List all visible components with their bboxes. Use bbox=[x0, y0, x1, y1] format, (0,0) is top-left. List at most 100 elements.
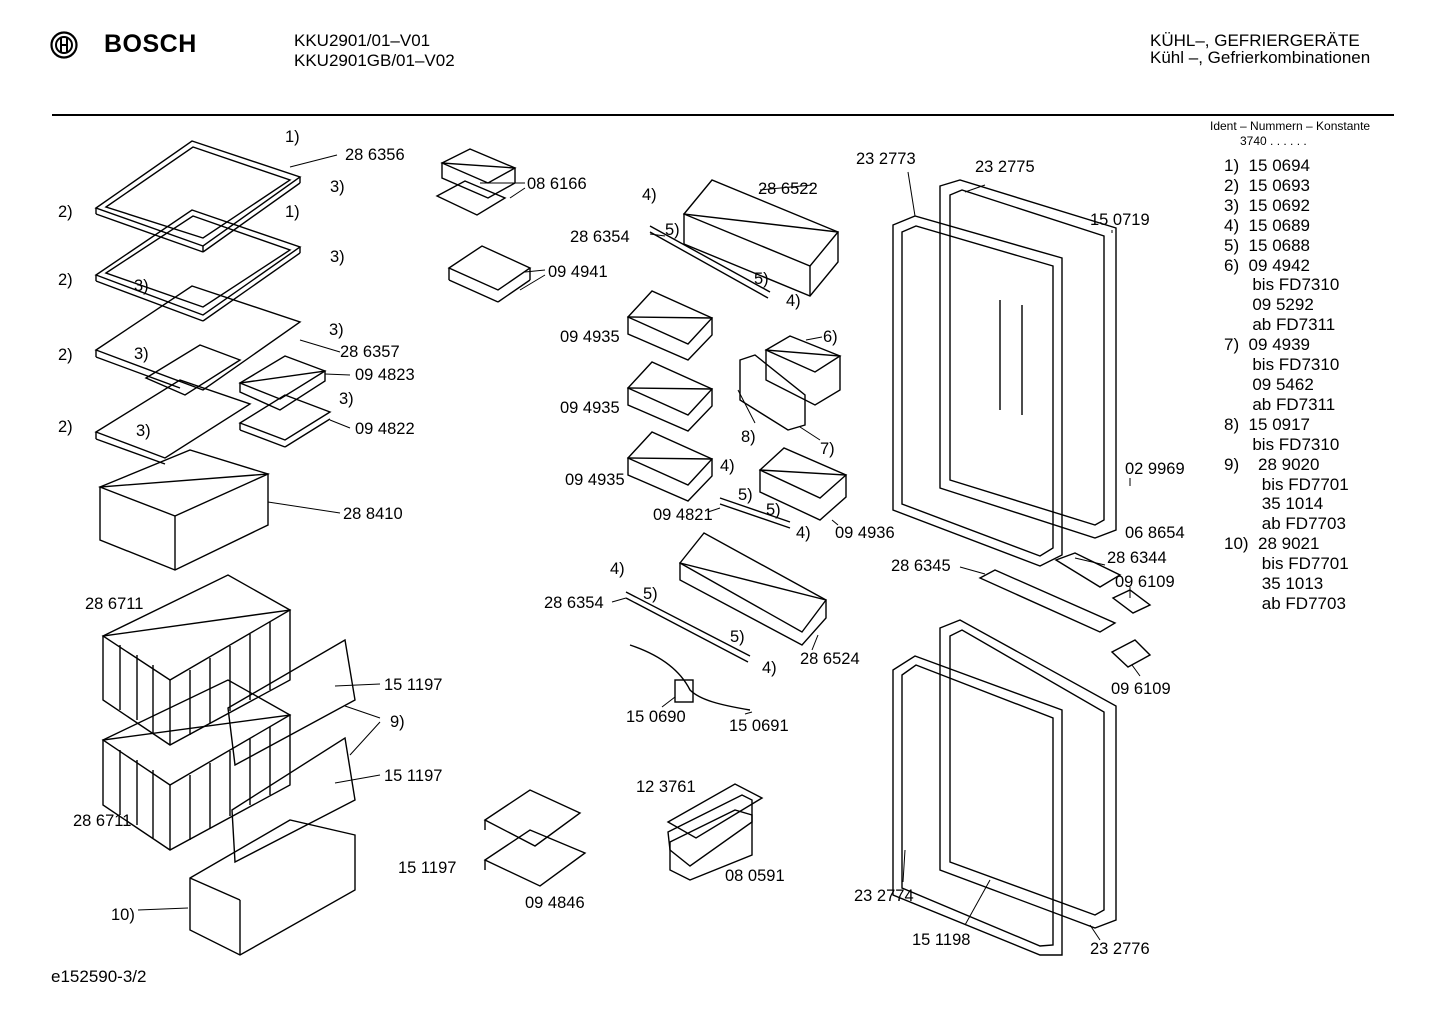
door-bin-drawing bbox=[626, 290, 714, 361]
door-gasket-drawing bbox=[892, 215, 1063, 567]
part-label: 15 0719 bbox=[1090, 211, 1150, 229]
glass-shelf-drawing bbox=[94, 209, 302, 322]
cold-pack-drawing bbox=[483, 789, 587, 887]
part-label: 08 0591 bbox=[725, 867, 785, 885]
ref-marker: 5) bbox=[730, 628, 745, 646]
part-label: 23 2776 bbox=[1090, 940, 1150, 958]
fridge-door-drawing bbox=[939, 179, 1117, 539]
part-label: 09 4935 bbox=[565, 471, 625, 489]
legend-line: ab FD7703 bbox=[1224, 514, 1346, 534]
part-label: 23 2774 bbox=[854, 887, 914, 905]
ref-marker: 2) bbox=[58, 203, 73, 221]
ref-marker: 3) bbox=[134, 277, 149, 295]
split-shelf-drawing bbox=[94, 285, 302, 396]
part-label: 28 6344 bbox=[1107, 549, 1167, 567]
ref-marker: 2) bbox=[58, 346, 73, 364]
ref-marker: 5) bbox=[766, 501, 781, 519]
part-label: 28 6354 bbox=[570, 228, 630, 246]
ref-marker: 5) bbox=[643, 585, 658, 603]
ref-marker: 3) bbox=[329, 321, 344, 339]
part-label: 09 4822 bbox=[355, 420, 415, 438]
leader-lines bbox=[137, 154, 1141, 941]
category-title-1: KÜHL–, GEFRIERGERÄTE bbox=[1150, 31, 1360, 50]
legend-line: 35 1013 bbox=[1224, 574, 1324, 594]
ident-title: Ident – Nummern – Konstante bbox=[1210, 119, 1371, 133]
part-label: 09 4941 bbox=[548, 263, 608, 281]
part-label: 09 4823 bbox=[355, 366, 415, 384]
ref-marker: 3) bbox=[330, 178, 345, 196]
model-number-1: KKU2901/01–V01 bbox=[294, 31, 431, 50]
part-label: 28 6711 bbox=[85, 595, 144, 613]
part-label: 28 6356 bbox=[345, 146, 405, 164]
drawing-id: e152590-3/2 bbox=[51, 967, 147, 986]
part-label: 15 0691 bbox=[729, 717, 789, 735]
part-label: 28 6524 bbox=[800, 650, 860, 668]
part-label: 28 6357 bbox=[340, 343, 400, 361]
part-label: 23 2773 bbox=[856, 150, 916, 168]
door-balcony-drawing bbox=[625, 532, 828, 663]
part-label: 15 1197 bbox=[384, 767, 443, 785]
part-label: 6) bbox=[823, 328, 838, 346]
legend-line: 2) 15 0693 bbox=[1224, 175, 1311, 195]
legend-line: 8) 15 0917 bbox=[1224, 414, 1311, 434]
part-label: 10) bbox=[111, 906, 135, 924]
door-bin-drawing bbox=[626, 431, 714, 502]
category-title-2: Kühl –, Gefrierkombinationen bbox=[1150, 48, 1371, 67]
ref-marker: 1) bbox=[285, 128, 300, 146]
glass-shelf-drawing bbox=[94, 140, 302, 253]
hinge-cover-drawing bbox=[978, 552, 1152, 668]
part-label: 8) bbox=[741, 428, 756, 446]
part-label: 09 4936 bbox=[835, 524, 895, 542]
legend-line: 1) 15 0694 bbox=[1224, 156, 1311, 175]
part-label: 09 4935 bbox=[560, 399, 620, 417]
part-label: 7) bbox=[820, 440, 835, 458]
wire-basket-drawing bbox=[101, 679, 292, 851]
legend-line: 6) 09 4942 bbox=[1224, 255, 1311, 275]
ref-marker: 4) bbox=[796, 524, 811, 542]
part-label: 09 4846 bbox=[525, 894, 585, 912]
ref-marker: 2) bbox=[58, 418, 73, 436]
part-label: 28 6711 bbox=[73, 812, 132, 830]
door-balcony-drawing bbox=[649, 179, 840, 299]
legend-line: bis FD7310 bbox=[1224, 275, 1340, 295]
tray-drawing bbox=[238, 355, 332, 448]
legend-line: 3) 15 0692 bbox=[1224, 195, 1311, 215]
header-rule bbox=[52, 114, 1394, 116]
part-label: 09 6109 bbox=[1111, 680, 1171, 698]
part-label: 09 4935 bbox=[560, 328, 620, 346]
part-label: 28 6345 bbox=[891, 557, 951, 575]
part-label: 15 1197 bbox=[398, 859, 457, 877]
part-label: 08 6166 bbox=[527, 175, 587, 193]
legend-line: 9) 28 9020 bbox=[1224, 454, 1320, 474]
ref-marker: 4) bbox=[786, 292, 801, 310]
ref-marker: 4) bbox=[610, 560, 625, 578]
egg-tray-drawing bbox=[447, 245, 532, 303]
part-label: 28 8410 bbox=[343, 505, 403, 523]
drawer-front-drawing bbox=[189, 638, 356, 956]
door-bin-drawing bbox=[626, 361, 714, 432]
ref-marker: 4) bbox=[642, 186, 657, 204]
lamp-cable-drawing bbox=[629, 644, 751, 711]
split-shelf-drawing bbox=[94, 379, 252, 465]
legend-line: 35 1014 bbox=[1224, 494, 1324, 514]
legend-line: bis FD7701 bbox=[1224, 554, 1349, 574]
ref-marker: 4) bbox=[762, 659, 777, 677]
legend-line: 09 5462 bbox=[1224, 374, 1314, 394]
legend-line: bis FD7701 bbox=[1224, 474, 1349, 494]
compartment-drawing bbox=[739, 335, 842, 431]
part-label: 06 8654 bbox=[1125, 524, 1185, 542]
ice-tray-drawing bbox=[666, 783, 764, 881]
legend-line: bis FD7310 bbox=[1224, 355, 1340, 375]
legend-line: 7) 09 4939 bbox=[1224, 335, 1311, 355]
legend-line: ab FD7703 bbox=[1224, 593, 1346, 613]
legend-line: bis FD7310 bbox=[1224, 434, 1340, 454]
door-bin-drawing bbox=[719, 447, 848, 529]
brand-name: BOSCH bbox=[104, 30, 197, 58]
part-label: 02 9969 bbox=[1125, 460, 1185, 478]
ref-marker: 5) bbox=[665, 221, 680, 239]
ref-marker: 3) bbox=[136, 422, 151, 440]
ref-marker: 4) bbox=[720, 457, 735, 475]
door-gasket-drawing bbox=[892, 655, 1063, 956]
part-label: 15 1198 bbox=[912, 931, 971, 949]
